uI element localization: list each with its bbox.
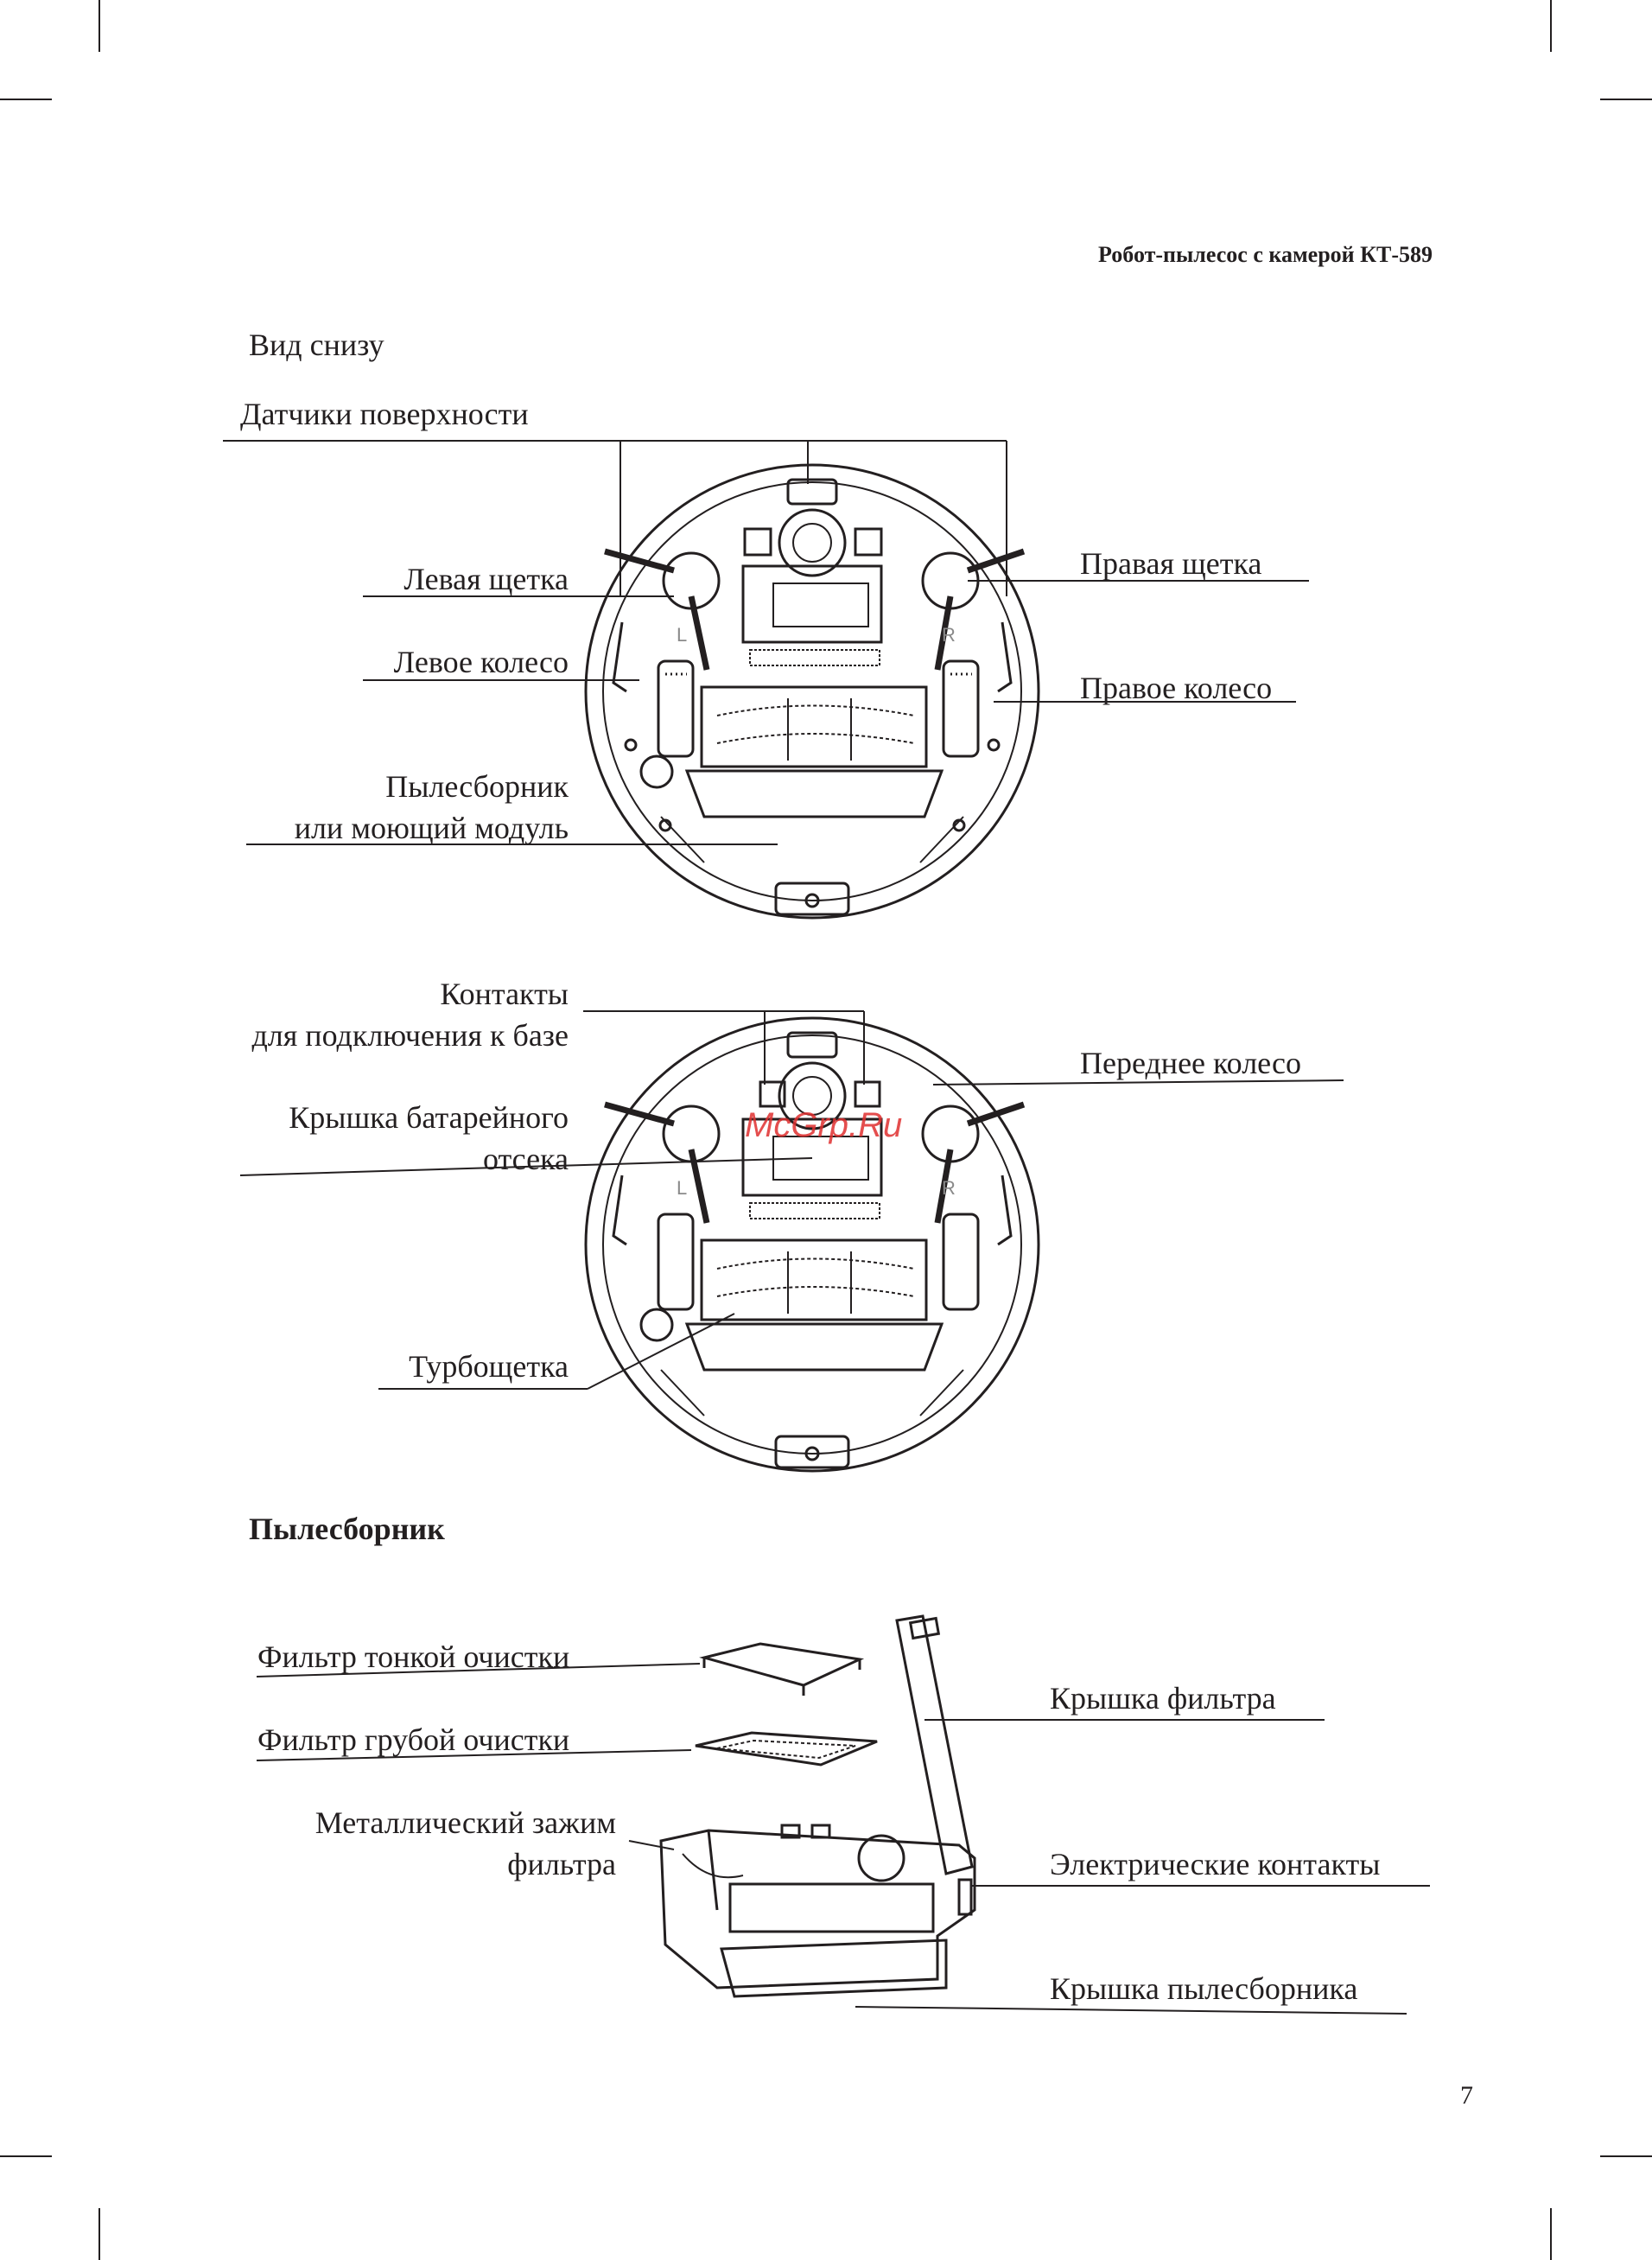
label-contacts-line1: Контакты [440,977,569,1011]
label-coarse-filter: Фильтр грубой очистки [257,1722,570,1757]
leaders-robot-1 [223,440,1309,845]
dustbin-exploded-view [659,1614,976,1998]
label-electric-contacts: Электрические контакты [1050,1847,1381,1881]
label-metal-clip-line1: Металлический зажим [315,1805,616,1840]
label-contacts-line2: для подключения к базе [251,1018,569,1053]
left-mark-1: L [677,624,687,646]
label-dustbin-line1: Пылесборник [385,769,569,804]
label-metal-clip-line2: фильтра [507,1847,616,1881]
robot1-marks: L R [677,624,956,646]
bottom-view-title: Вид снизу [249,328,384,362]
robot-bottom-view-2 [584,1016,1040,1473]
right-mark-1: R [942,624,956,646]
label-battery-cover-line1: Крышка батарейного [289,1100,569,1135]
watermark: McGrp.Ru [745,1106,903,1144]
left-mark-2: L [677,1177,687,1199]
robot2-marks: L R [677,1177,956,1199]
label-fine-filter: Фильтр тонкой очистки [257,1639,570,1674]
label-left-wheel: Левое колесо [393,645,569,679]
label-dustbin-line2: или моющий модуль [294,811,569,845]
label-front-wheel: Переднее колесо [1080,1046,1302,1080]
label-right-brush: Правая щетка [1080,546,1262,581]
leaders-robot-2 [239,1010,1344,1390]
dustbin-section-title: Пылесборник [249,1512,445,1546]
label-filter-cover: Крышка фильтра [1050,1681,1276,1716]
page-number: 7 [1460,2081,1473,2110]
leaders-dustbin [256,1663,1430,2015]
label-turbobrush: Турбощетка [409,1349,569,1384]
label-dustbin-cover: Крышка пылесборника [1050,1971,1358,2006]
label-battery-cover-line2: отсека [482,1142,569,1176]
label-left-brush: Левая щетка [403,562,569,596]
label-right-wheel: Правое колесо [1080,671,1273,705]
label-surface-sensors: Датчики поверхности [240,397,529,431]
robot-bottom-view-1 [584,463,1040,920]
header-title: Робот-пылесос с камерой КТ-589 [1098,242,1433,267]
right-mark-2: R [942,1177,956,1199]
